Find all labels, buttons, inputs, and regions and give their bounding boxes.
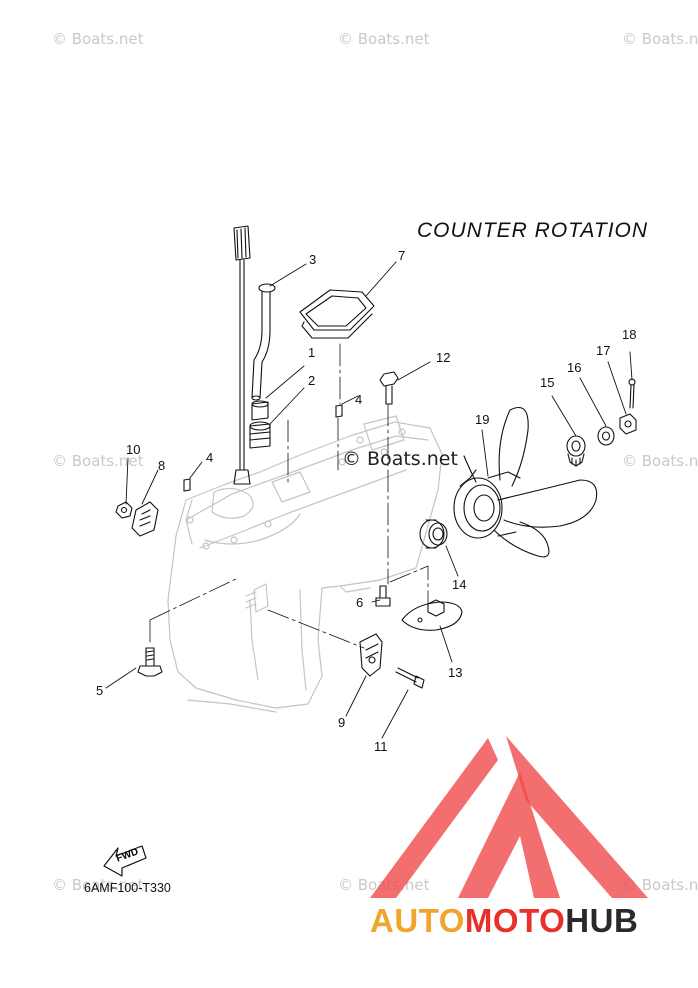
washer-16 bbox=[597, 426, 615, 446]
bolt-13 bbox=[379, 371, 399, 405]
bolt-5 bbox=[137, 647, 163, 677]
watermark: © Boats.net bbox=[52, 452, 144, 470]
diagram-code: 6AMF100-T330 bbox=[84, 881, 171, 895]
watermark: © Boats.net bbox=[622, 30, 698, 48]
nut-17 bbox=[619, 413, 637, 435]
callout-1: 1 bbox=[308, 345, 316, 360]
brand-part-moto: MOTO bbox=[464, 902, 566, 939]
watermark: © Boats.net bbox=[622, 876, 698, 894]
watermark: © Boats.net bbox=[52, 876, 144, 894]
callout-10: 11 bbox=[374, 739, 388, 754]
callout-7: 7 bbox=[398, 248, 406, 263]
cover-plate-12 bbox=[401, 599, 463, 631]
callout-16: 16 bbox=[567, 360, 582, 375]
callout-18: 18 bbox=[622, 327, 637, 342]
water-tube bbox=[251, 283, 276, 401]
callout-12: 13 bbox=[448, 665, 463, 680]
callout-3: 3 bbox=[309, 252, 317, 267]
callout-13: 12 bbox=[436, 350, 451, 365]
callout-5: 5 bbox=[96, 683, 104, 698]
callout-9: 8 bbox=[158, 458, 166, 473]
bolt-10 bbox=[395, 667, 425, 689]
nut-11 bbox=[115, 501, 133, 519]
callout-8: 9 bbox=[338, 715, 346, 730]
fwd-arrow-icon bbox=[103, 845, 147, 877]
propeller-19 bbox=[453, 406, 598, 558]
lower-unit-housing bbox=[167, 415, 443, 713]
callout-11: 10 bbox=[126, 442, 141, 457]
bolt-6 bbox=[375, 585, 391, 607]
drive-shaft bbox=[233, 225, 251, 485]
trim-tab-9 bbox=[131, 501, 159, 537]
watermark: © Boats.net bbox=[338, 30, 430, 48]
callout-14: 14 bbox=[452, 577, 467, 592]
leader-lines bbox=[105, 261, 633, 739]
diagram-title: COUNTER ROTATION bbox=[417, 219, 649, 242]
callout-2: 2 bbox=[308, 373, 316, 388]
brand-part-hub: HUB bbox=[565, 902, 639, 939]
dowel-pin bbox=[183, 404, 343, 492]
spacer-14 bbox=[419, 519, 448, 549]
center-watermark: © Boats.net bbox=[342, 448, 458, 470]
callout-4: 4 bbox=[355, 392, 363, 407]
spacer-15 bbox=[566, 435, 586, 467]
automotohub-logo-icon bbox=[370, 736, 648, 898]
grommet-2 bbox=[249, 421, 271, 449]
gasket-7 bbox=[299, 289, 375, 339]
cotter-pin-18 bbox=[628, 378, 636, 409]
callout-4: 4 bbox=[206, 450, 214, 465]
callout-19: 19 bbox=[475, 412, 490, 427]
seal-1 bbox=[251, 400, 269, 421]
anode-8 bbox=[359, 633, 383, 677]
callout-15: 15 bbox=[540, 375, 555, 390]
brand-part-auto: AUTO bbox=[370, 902, 465, 939]
watermark: © Boats.net bbox=[622, 452, 698, 470]
watermark: © Boats.net bbox=[52, 30, 144, 48]
callout-17: 17 bbox=[596, 343, 611, 358]
assembly-lines bbox=[149, 343, 429, 649]
callout-6: 6 bbox=[356, 595, 364, 610]
brand-name: AUTOMOTOHUB bbox=[370, 902, 638, 940]
